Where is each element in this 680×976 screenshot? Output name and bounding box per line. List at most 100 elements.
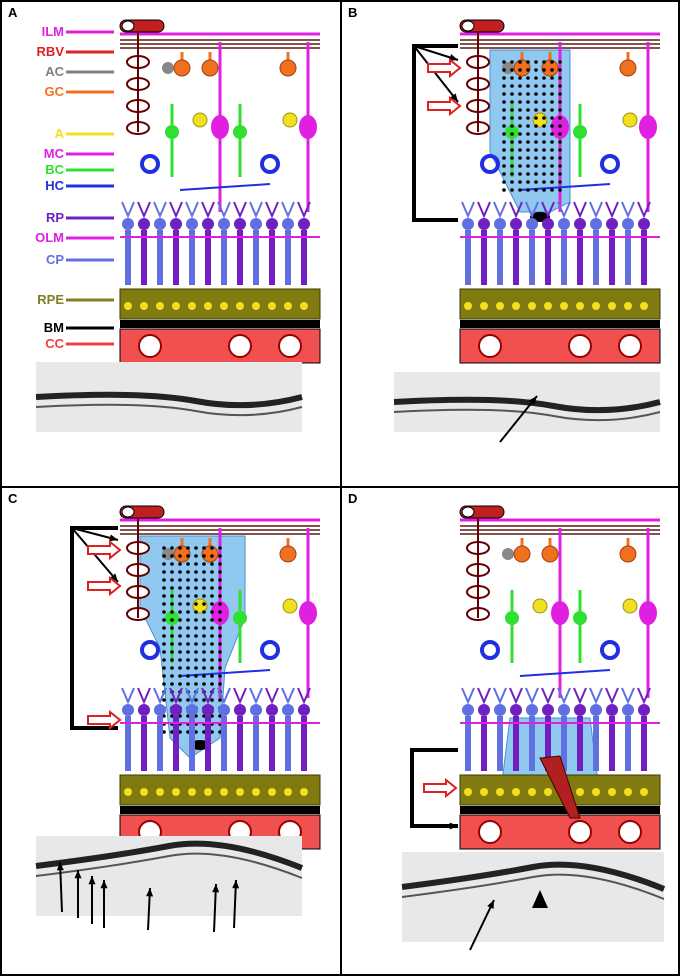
fluid-dot bbox=[218, 698, 222, 702]
photoreceptor-nucleus bbox=[542, 704, 554, 716]
fluid-dot bbox=[534, 116, 538, 120]
fluid-dot bbox=[550, 164, 554, 168]
rpe-nucleus bbox=[268, 788, 276, 796]
fluid-dot bbox=[170, 682, 174, 686]
black-arrow bbox=[413, 45, 459, 103]
photoreceptor-nucleus bbox=[638, 704, 650, 716]
photoreceptor-terminal bbox=[541, 201, 555, 219]
fluid-dot bbox=[510, 124, 514, 128]
fluid-dot bbox=[202, 674, 206, 678]
fluid-dot bbox=[170, 642, 174, 646]
photoreceptor-terminal bbox=[201, 687, 215, 705]
fluid-dot bbox=[518, 84, 522, 88]
fluid-dot bbox=[510, 132, 514, 136]
rpe-nucleus bbox=[640, 788, 648, 796]
fluid-dot bbox=[194, 674, 198, 678]
rpe-nucleus bbox=[544, 302, 552, 310]
fluid-dot bbox=[542, 180, 546, 184]
photoreceptor-segment bbox=[141, 230, 147, 285]
fluid-dot bbox=[170, 554, 174, 558]
fluid-dot bbox=[194, 658, 198, 662]
fluid-dot bbox=[526, 60, 530, 64]
photoreceptor-terminal bbox=[477, 201, 491, 219]
fluid-dot bbox=[502, 148, 506, 152]
black-arrow bbox=[59, 861, 63, 913]
fluid-dot bbox=[170, 586, 174, 590]
horizontal-process bbox=[179, 183, 271, 191]
muller-cell bbox=[639, 115, 657, 139]
fluid-dot bbox=[186, 602, 190, 606]
fluid-dot bbox=[202, 586, 206, 590]
bracket bbox=[412, 44, 458, 222]
fluid-dot bbox=[178, 674, 182, 678]
fluid-dot bbox=[218, 674, 222, 678]
photoreceptor-nucleus bbox=[234, 218, 246, 230]
photoreceptor-segment bbox=[221, 230, 227, 285]
rpe-nucleus bbox=[640, 302, 648, 310]
fluid-dot bbox=[186, 546, 190, 550]
fluid-dot bbox=[186, 642, 190, 646]
fluid-dot bbox=[534, 164, 538, 168]
photoreceptor-terminal bbox=[153, 687, 167, 705]
black-arrowhead bbox=[450, 93, 458, 102]
fluid-dot bbox=[526, 164, 530, 168]
fluid-dot bbox=[518, 132, 522, 136]
rpe-nucleus bbox=[252, 302, 260, 310]
amacrine-yellow bbox=[282, 112, 298, 128]
fluid-dot bbox=[218, 642, 222, 646]
fluid-dot bbox=[550, 188, 554, 192]
fluid-dot bbox=[534, 180, 538, 184]
rpe-nucleus bbox=[172, 788, 180, 796]
photoreceptor-terminal bbox=[137, 687, 151, 705]
fluid-dot bbox=[518, 124, 522, 128]
black-arrowhead bbox=[88, 876, 96, 885]
fluid-dot bbox=[194, 698, 198, 702]
fluid-dot bbox=[202, 562, 206, 566]
photoreceptor-terminal bbox=[281, 687, 295, 705]
fluid-dot bbox=[518, 116, 522, 120]
photoreceptor-nucleus bbox=[462, 218, 474, 230]
rpe-nucleus bbox=[592, 302, 600, 310]
fluid-dot bbox=[170, 562, 174, 566]
panel-letter: D bbox=[348, 491, 358, 506]
rpe-nucleus bbox=[220, 302, 228, 310]
horizontal-cell bbox=[140, 154, 160, 174]
rpe-nucleus bbox=[124, 788, 132, 796]
fluid-dot bbox=[518, 100, 522, 104]
fluid-dot bbox=[186, 650, 190, 654]
black-arrowhead bbox=[232, 880, 240, 889]
fluid-dot bbox=[162, 650, 166, 654]
fluid-dot bbox=[194, 682, 198, 686]
bracket bbox=[70, 526, 118, 730]
photoreceptor-segment bbox=[269, 230, 275, 285]
panel-b: B bbox=[340, 0, 680, 488]
legend-label-cp: CP bbox=[46, 252, 64, 267]
ganglion-cell bbox=[619, 545, 637, 563]
photoreceptor-segment bbox=[561, 230, 567, 285]
rpe-nucleus bbox=[300, 302, 308, 310]
rpe-nucleus bbox=[300, 788, 308, 796]
fluid-dot bbox=[210, 626, 214, 630]
fluid-dot bbox=[558, 132, 562, 136]
legend-label-rbv: RBV bbox=[37, 44, 65, 59]
fluid-dot bbox=[194, 626, 198, 630]
photoreceptor-segment bbox=[465, 230, 471, 285]
fluid-dot bbox=[510, 188, 514, 192]
bipolar-cell bbox=[573, 125, 587, 139]
photoreceptor-nucleus bbox=[298, 218, 310, 230]
fluid-dot bbox=[178, 578, 182, 582]
fluid-dot bbox=[170, 634, 174, 638]
bruch-membrane bbox=[120, 320, 320, 328]
horizontal-cell bbox=[600, 640, 620, 660]
fluid-dot bbox=[170, 698, 174, 702]
amacrine-cell bbox=[162, 548, 174, 560]
fluid-dot bbox=[194, 618, 198, 622]
photoreceptor-nucleus bbox=[494, 704, 506, 716]
photoreceptor-terminal bbox=[201, 201, 215, 219]
fluid-dot bbox=[202, 666, 206, 670]
legend-label-mc: MC bbox=[44, 146, 65, 161]
photoreceptor-segment bbox=[205, 716, 211, 771]
fluid-dot bbox=[526, 116, 530, 120]
muller-cell bbox=[211, 115, 229, 139]
